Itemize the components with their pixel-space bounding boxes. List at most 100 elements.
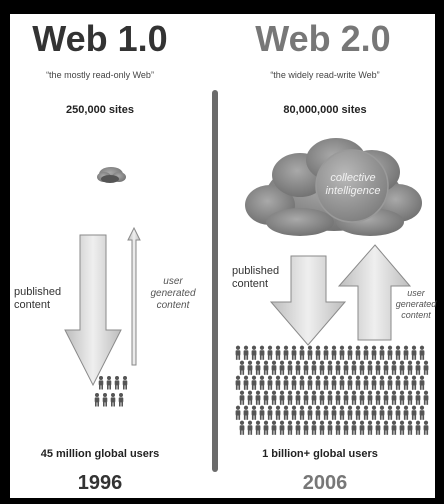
person-icon (239, 420, 245, 435)
person-icon (251, 345, 257, 360)
person-icon (379, 405, 385, 420)
person-icon (283, 375, 289, 390)
person-icon (351, 360, 357, 375)
person-icon (395, 375, 401, 390)
web1-user-generated-label: user generated content (150, 276, 196, 311)
person-icon (295, 360, 301, 375)
person-icon (267, 345, 273, 360)
person-icon (267, 405, 273, 420)
person-icon (287, 360, 293, 375)
person-icon (383, 420, 389, 435)
person-icon (339, 375, 345, 390)
person-icon (339, 405, 345, 420)
person-icon (247, 360, 253, 375)
person-icon (407, 420, 413, 435)
web1-sites-count: 250,000 sites (66, 104, 134, 116)
person-icon (343, 390, 349, 405)
person-icon (339, 345, 345, 360)
person-icon (114, 376, 120, 390)
web2-crowd-icon (235, 345, 429, 435)
web2-sites-count: 80,000,000 sites (283, 104, 367, 116)
person-icon (279, 420, 285, 435)
person-icon (279, 360, 285, 375)
person-icon (323, 345, 329, 360)
person-icon (239, 360, 245, 375)
web2-year: 2006 (302, 472, 348, 494)
person-icon (255, 420, 261, 435)
person-icon (411, 375, 417, 390)
person-icon (319, 360, 325, 375)
person-icon (399, 420, 405, 435)
person-icon (395, 405, 401, 420)
person-icon (355, 345, 361, 360)
person-icon (363, 345, 369, 360)
person-icon (94, 393, 100, 407)
person-icon (423, 390, 429, 405)
person-icon (243, 405, 249, 420)
person-icon (291, 345, 297, 360)
web1-year: 1996 (77, 472, 123, 494)
person-icon (291, 375, 297, 390)
person-icon (323, 405, 329, 420)
person-icon (315, 375, 321, 390)
person-icon (311, 390, 317, 405)
person-icon (311, 360, 317, 375)
person-icon (255, 360, 261, 375)
person-icon (239, 390, 245, 405)
person-icon (303, 390, 309, 405)
small-cloud-icon (97, 167, 126, 183)
person-icon (367, 420, 373, 435)
web1-title: Web 1.0 (32, 18, 168, 59)
web2-published-content-label: published content (232, 265, 280, 290)
person-icon (271, 360, 277, 375)
person-icon (263, 360, 269, 375)
person-icon (307, 345, 313, 360)
person-icon (243, 375, 249, 390)
person-icon (415, 390, 421, 405)
person-icon (295, 390, 301, 405)
person-icon (98, 376, 104, 390)
person-icon (247, 420, 253, 435)
person-icon (347, 345, 353, 360)
person-icon (319, 420, 325, 435)
person-icon (106, 376, 112, 390)
person-icon (387, 345, 393, 360)
person-icon (359, 360, 365, 375)
person-icon (287, 420, 293, 435)
person-icon (283, 345, 289, 360)
person-icon (335, 360, 341, 375)
person-icon (243, 345, 249, 360)
person-icon (327, 360, 333, 375)
person-icon (375, 390, 381, 405)
person-icon (395, 345, 401, 360)
person-icon (391, 420, 397, 435)
person-icon (403, 405, 409, 420)
person-icon (331, 375, 337, 390)
person-icon (359, 390, 365, 405)
person-icon (307, 375, 313, 390)
person-icon (411, 405, 417, 420)
person-icon (423, 360, 429, 375)
person-icon (327, 390, 333, 405)
person-icon (299, 405, 305, 420)
person-icon (407, 360, 413, 375)
person-icon (383, 390, 389, 405)
web2-title: Web 2.0 (255, 18, 391, 59)
web2-global-users: 1 billion+ global users (262, 448, 378, 460)
person-icon (407, 390, 413, 405)
person-icon (335, 390, 341, 405)
person-icon (275, 405, 281, 420)
person-icon (347, 405, 353, 420)
web1-global-users: 45 million global users (40, 448, 160, 460)
person-icon (415, 420, 421, 435)
center-divider (212, 90, 218, 472)
person-icon (283, 405, 289, 420)
person-icon (255, 390, 261, 405)
person-icon (275, 375, 281, 390)
person-icon (315, 345, 321, 360)
person-icon (371, 345, 377, 360)
person-icon (279, 390, 285, 405)
person-icon (387, 405, 393, 420)
person-icon (371, 405, 377, 420)
